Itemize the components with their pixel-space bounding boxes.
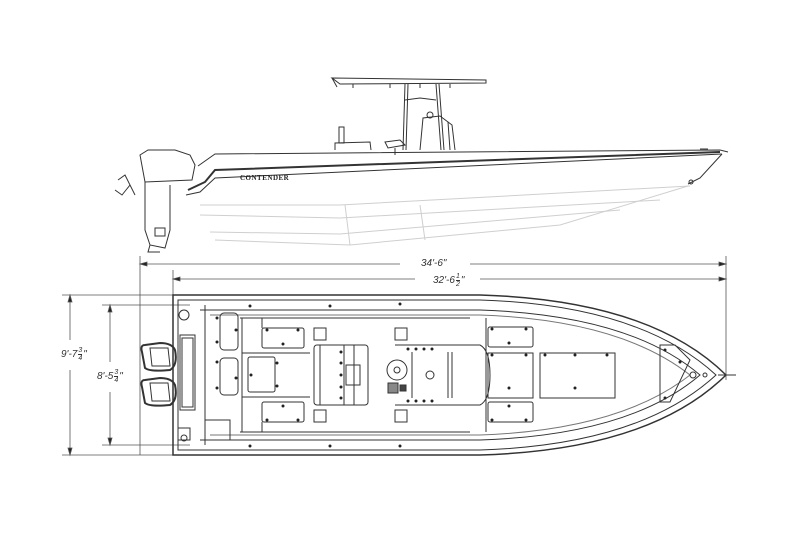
center-console-icon — [394, 327, 491, 423]
hull-chine-lines — [199, 185, 691, 246]
leaning-post-icon — [334, 126, 372, 151]
bow-hatches-icon — [485, 318, 616, 432]
overall-length-label: 34'-6" — [418, 258, 450, 270]
center-console-icon — [384, 111, 456, 155]
hull-outline-icon — [172, 294, 736, 456]
aft-hatches-icon — [219, 312, 470, 433]
steering-wheel-icon — [386, 359, 408, 394]
transom-icon — [177, 305, 231, 445]
anchor-locker-icon — [659, 344, 708, 403]
hull-icon — [185, 148, 729, 196]
hull-logo: CONTENDER — [240, 174, 290, 182]
outboard-engine-icon — [115, 150, 196, 253]
twin-outboards-icon — [140, 341, 177, 407]
fastener-dots — [215, 302, 682, 448]
helm-seat-icon — [313, 327, 369, 423]
